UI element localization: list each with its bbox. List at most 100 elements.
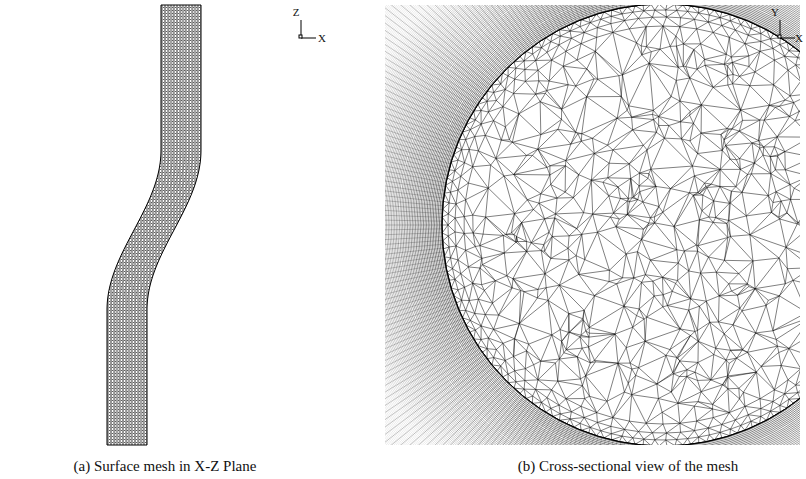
mesh-line	[385, 5, 800, 445]
mesh-line	[434, 425, 569, 445]
mesh-line	[385, 131, 445, 187]
mesh-line	[385, 5, 800, 445]
axis-triad	[301, 20, 316, 38]
mesh-line	[460, 5, 580, 20]
mesh-line	[385, 5, 800, 445]
mesh-line	[385, 5, 470, 118]
mesh-line	[417, 5, 562, 28]
mesh-line	[385, 5, 800, 445]
mesh-line	[385, 412, 546, 445]
mesh-line	[588, 5, 633, 6]
mesh-line	[385, 329, 468, 445]
mesh-line	[478, 5, 587, 17]
mesh-line	[385, 275, 448, 347]
pipe-surface-mesh	[107, 5, 201, 445]
mesh-line	[385, 5, 800, 445]
mesh-line	[393, 5, 800, 445]
mesh-line	[385, 5, 800, 445]
mesh-line	[385, 349, 480, 445]
mesh-line	[385, 5, 504, 71]
mesh-line	[385, 5, 800, 445]
mesh-line	[385, 267, 446, 328]
mesh-line	[385, 304, 457, 419]
mesh-line	[385, 5, 800, 445]
mesh-line	[385, 5, 800, 445]
mesh-line	[385, 5, 800, 445]
mesh-line	[385, 5, 800, 445]
mesh-line	[385, 5, 800, 445]
mesh-line	[443, 5, 573, 23]
mesh-line	[385, 67, 452, 161]
mesh-line	[385, 5, 509, 66]
mesh-line	[431, 5, 800, 445]
mesh-line	[385, 252, 444, 291]
mesh-line	[385, 5, 800, 445]
mesh-line	[385, 5, 800, 445]
mesh-line	[385, 5, 800, 445]
mesh-line	[385, 286, 451, 374]
mesh-line	[412, 5, 800, 445]
mesh-line	[426, 424, 566, 445]
mesh-line	[419, 5, 800, 445]
mesh-line	[385, 5, 800, 445]
mesh-line	[385, 237, 442, 254]
mesh-line	[385, 397, 524, 445]
mesh-line	[523, 5, 606, 12]
mesh-line	[385, 5, 487, 92]
pipe-cross-section	[442, 5, 800, 445]
mesh-line	[385, 5, 800, 445]
mesh-line	[385, 5, 518, 58]
mesh-line	[385, 5, 800, 445]
mesh-line	[385, 5, 800, 445]
axis-label: X	[318, 32, 326, 44]
mesh-line	[385, 392, 518, 445]
mesh-line	[385, 5, 800, 445]
mesh-line	[385, 5, 800, 445]
mesh-line	[385, 5, 800, 445]
mesh-line	[385, 85, 450, 168]
mesh-line	[385, 5, 521, 56]
mesh-line	[385, 315, 461, 445]
mesh-line	[385, 308, 458, 428]
mesh-line	[385, 5, 800, 445]
axis-triad	[299, 20, 795, 38]
mesh-line	[385, 5, 543, 40]
mesh-line	[597, 444, 636, 445]
mesh-line	[385, 5, 530, 49]
mesh-line	[385, 5, 800, 445]
mesh-line	[385, 233, 442, 244]
mesh-line	[385, 5, 800, 445]
mesh-line	[423, 5, 800, 445]
mesh-line	[385, 278, 449, 355]
mesh-line	[385, 5, 800, 445]
mesh-line	[425, 5, 800, 445]
mesh-line	[385, 5, 468, 121]
mesh-line	[385, 5, 491, 86]
mesh-line	[385, 5, 800, 445]
mesh-line	[385, 229, 442, 235]
axis-origin	[299, 35, 302, 38]
mesh-line	[385, 5, 533, 46]
mesh-line	[385, 5, 800, 445]
mesh-line	[385, 5, 478, 105]
mesh-line	[385, 410, 543, 445]
mesh-line	[385, 5, 800, 445]
mesh-line	[385, 355, 484, 445]
mesh-line	[496, 5, 595, 15]
mesh-line	[588, 444, 633, 445]
mesh-line	[385, 5, 800, 445]
mesh-line	[385, 336, 472, 446]
mesh-line	[385, 5, 800, 445]
mesh-line	[430, 5, 800, 445]
mesh-line	[411, 5, 800, 445]
mesh-line	[139, 5, 193, 445]
mesh-line	[385, 5, 800, 445]
pipe-wall	[442, 5, 800, 445]
mesh-line	[385, 5, 800, 445]
mesh-line	[385, 5, 800, 445]
mesh-line	[385, 387, 512, 445]
mesh-line	[385, 5, 800, 445]
mesh-line	[532, 5, 609, 11]
mesh-line	[385, 5, 800, 445]
